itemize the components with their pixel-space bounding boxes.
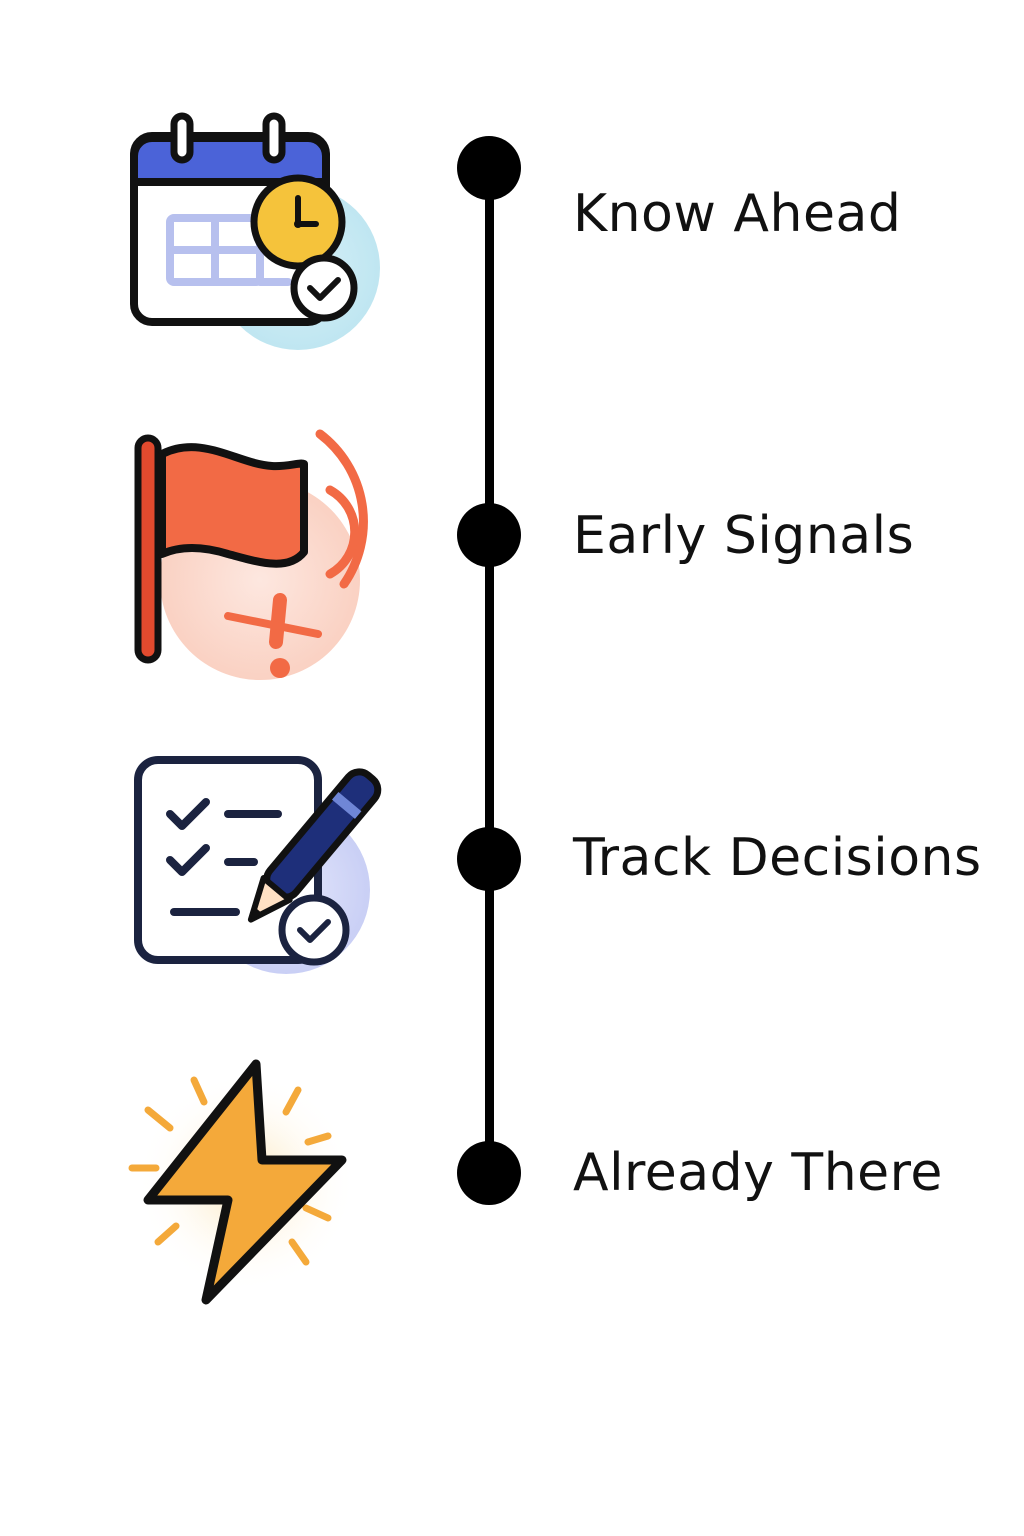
step-label-early-signals: Early Signals: [573, 506, 915, 566]
calendar-clock-check-icon: [118, 108, 398, 388]
step-label-track-decisions: Track Decisions: [573, 828, 982, 888]
red-flag-alert-icon: [118, 420, 398, 700]
timeline-node-4: [457, 1141, 521, 1205]
timeline-node-2: [457, 503, 521, 567]
timeline-node-1: [457, 136, 521, 200]
timeline-line: [485, 168, 494, 1174]
checklist-pen-icon: [118, 740, 398, 1020]
step-label-already-there: Already There: [573, 1143, 943, 1203]
lightning-bolt-icon: [118, 1050, 398, 1330]
timeline-node-3: [457, 827, 521, 891]
step-label-know-ahead: Know Ahead: [573, 184, 902, 244]
